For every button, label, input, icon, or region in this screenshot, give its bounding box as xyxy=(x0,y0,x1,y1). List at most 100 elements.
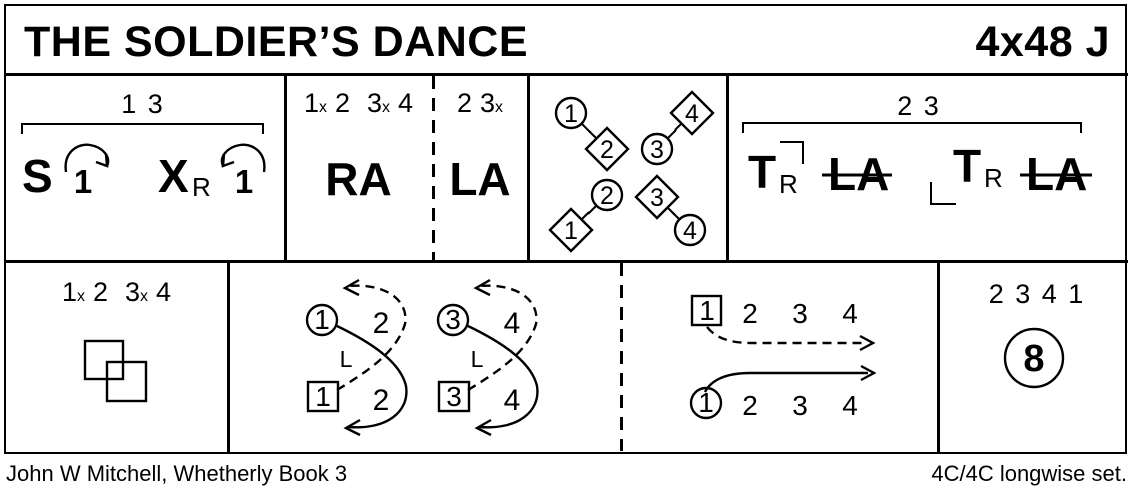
turn-right-bars: 1 xyxy=(74,163,92,200)
half-lefts-across-2: LA xyxy=(1020,148,1092,200)
num: 4 xyxy=(156,277,172,307)
square-dancer-label: 3 xyxy=(446,381,462,412)
right-hands-across-symbol: RA xyxy=(325,153,392,205)
turn-symbol: T xyxy=(748,146,776,198)
cast-figure-couple-1: 1 2 L 1 2 xyxy=(305,278,408,437)
three-quarter-corner-icon xyxy=(780,141,804,164)
dance-type-code: 4x48 J xyxy=(975,18,1110,66)
turn-hand-sub: R xyxy=(984,163,1003,193)
crossed-marker: x xyxy=(318,99,327,116)
num: 3 xyxy=(125,277,141,307)
cell-divider-r1-c xyxy=(726,74,729,261)
svg-text:3: 3 xyxy=(650,136,664,164)
promenade-icon xyxy=(83,339,148,403)
title-separator-line xyxy=(4,73,1128,76)
cross-symbol: X xyxy=(158,150,189,202)
page-title: THE SOLDIER’S DANCE xyxy=(24,18,529,66)
shoulder-label: L xyxy=(340,346,353,372)
place-number: 2 xyxy=(742,298,758,329)
crossed-marker: x xyxy=(495,99,504,116)
svg-text:4: 4 xyxy=(685,100,699,128)
num: 3 xyxy=(480,88,496,118)
turn-symbol: T xyxy=(953,140,981,192)
cross-hand-sub: R xyxy=(192,172,211,202)
three-quarter-corner-icon xyxy=(930,182,956,205)
upper-place-number: 2 xyxy=(373,307,390,340)
cell-set-and-cross: 1 3 S 1 X R 1 xyxy=(6,76,284,261)
dancer-circle-1: 1 xyxy=(554,96,591,133)
set-symbol: S xyxy=(22,150,53,202)
place-number: 4 xyxy=(842,390,858,421)
devisor-credit: John W Mitchell, Whetherly Book 3 xyxy=(6,461,348,486)
dashed-progression-arrow-icon xyxy=(706,326,876,352)
svg-text:1: 1 xyxy=(564,217,578,245)
dancer-diamond-4: 4 xyxy=(669,90,715,136)
crossed-marker: x xyxy=(382,99,391,116)
num: 2 xyxy=(92,277,108,307)
set-formation-note: 4C/4C longwise set. xyxy=(931,461,1127,486)
dancer-circle-2: 2 xyxy=(587,178,624,215)
cell-progression: 1 2 3 4 1 2 3 4 xyxy=(623,263,937,455)
num: 3 xyxy=(367,88,383,118)
place-number: 4 xyxy=(842,298,858,329)
square-dancer-label: 1 xyxy=(315,381,331,412)
square-dancer xyxy=(690,294,723,327)
cell-divider-r1-a xyxy=(284,74,287,261)
num: 1 xyxy=(303,88,319,118)
dancer-diamond-2: 2 xyxy=(584,126,630,172)
place-number: 3 xyxy=(792,390,808,421)
shoulder-label: L xyxy=(471,346,484,372)
num: 1 xyxy=(61,277,77,307)
solid-cast-path-icon xyxy=(467,324,539,437)
cell-formation-diagram: 1 4 2 3 2 xyxy=(529,76,726,261)
crossed-marker: x xyxy=(76,288,85,305)
cell-divider-r2-b xyxy=(937,261,940,452)
dancer-circle-4: 4 xyxy=(671,211,707,247)
cell-divider-r2-a xyxy=(227,261,230,452)
turn-hand-sub: R xyxy=(779,169,798,199)
couples-label: 1 3 xyxy=(121,89,163,119)
circle-dancer xyxy=(689,386,723,420)
half-lefts-across-1: LA xyxy=(822,148,892,200)
dashed-cast-path-icon xyxy=(467,278,538,392)
place-number: 3 xyxy=(792,298,808,329)
cell-turns-and-half-la: 2 3 T R LA T R LA xyxy=(728,76,1127,261)
circle-eight-count: 8 xyxy=(1023,338,1044,380)
phrase-bracket xyxy=(21,123,264,134)
circle-dancer-label: 3 xyxy=(445,304,461,335)
dancer-diamond-1: 1 xyxy=(548,207,594,253)
circle-dancer-label: 1 xyxy=(698,387,714,418)
num: 2 xyxy=(334,88,350,118)
svg-text:1: 1 xyxy=(564,100,578,128)
svg-text:4: 4 xyxy=(683,217,697,245)
dashed-cast-path-icon xyxy=(336,278,407,392)
svg-text:2: 2 xyxy=(600,182,614,210)
new-order-label: 2 3 4 1 xyxy=(989,279,1084,309)
circle-dancer-label: 1 xyxy=(314,304,330,335)
num: 4 xyxy=(398,88,414,118)
lower-place-number: 2 xyxy=(373,384,390,417)
lower-place-number: 4 xyxy=(504,384,521,417)
cast-figure-couple-3: 3 4 L 3 4 xyxy=(436,278,539,437)
place-number: 2 xyxy=(742,390,758,421)
cell-circle-eight: 2 3 4 1 8 xyxy=(939,263,1127,455)
solid-progression-arrow-icon xyxy=(703,364,877,393)
phrase-bracket xyxy=(742,122,1082,133)
solid-cast-path-icon xyxy=(336,324,408,437)
cell-divider-r2-dashed xyxy=(620,263,623,451)
square-dancer-label: 1 xyxy=(699,295,715,326)
left-hands-across-symbol: LA xyxy=(449,153,511,205)
cell-divider-r1-dashed xyxy=(432,76,435,260)
turn-left-arrow-icon xyxy=(220,143,266,173)
svg-text:3: 3 xyxy=(650,184,664,212)
turn-left-bars: 1 xyxy=(235,163,253,200)
dancer-circle-3: 3 xyxy=(640,129,677,166)
row-separator-line xyxy=(4,260,1128,263)
